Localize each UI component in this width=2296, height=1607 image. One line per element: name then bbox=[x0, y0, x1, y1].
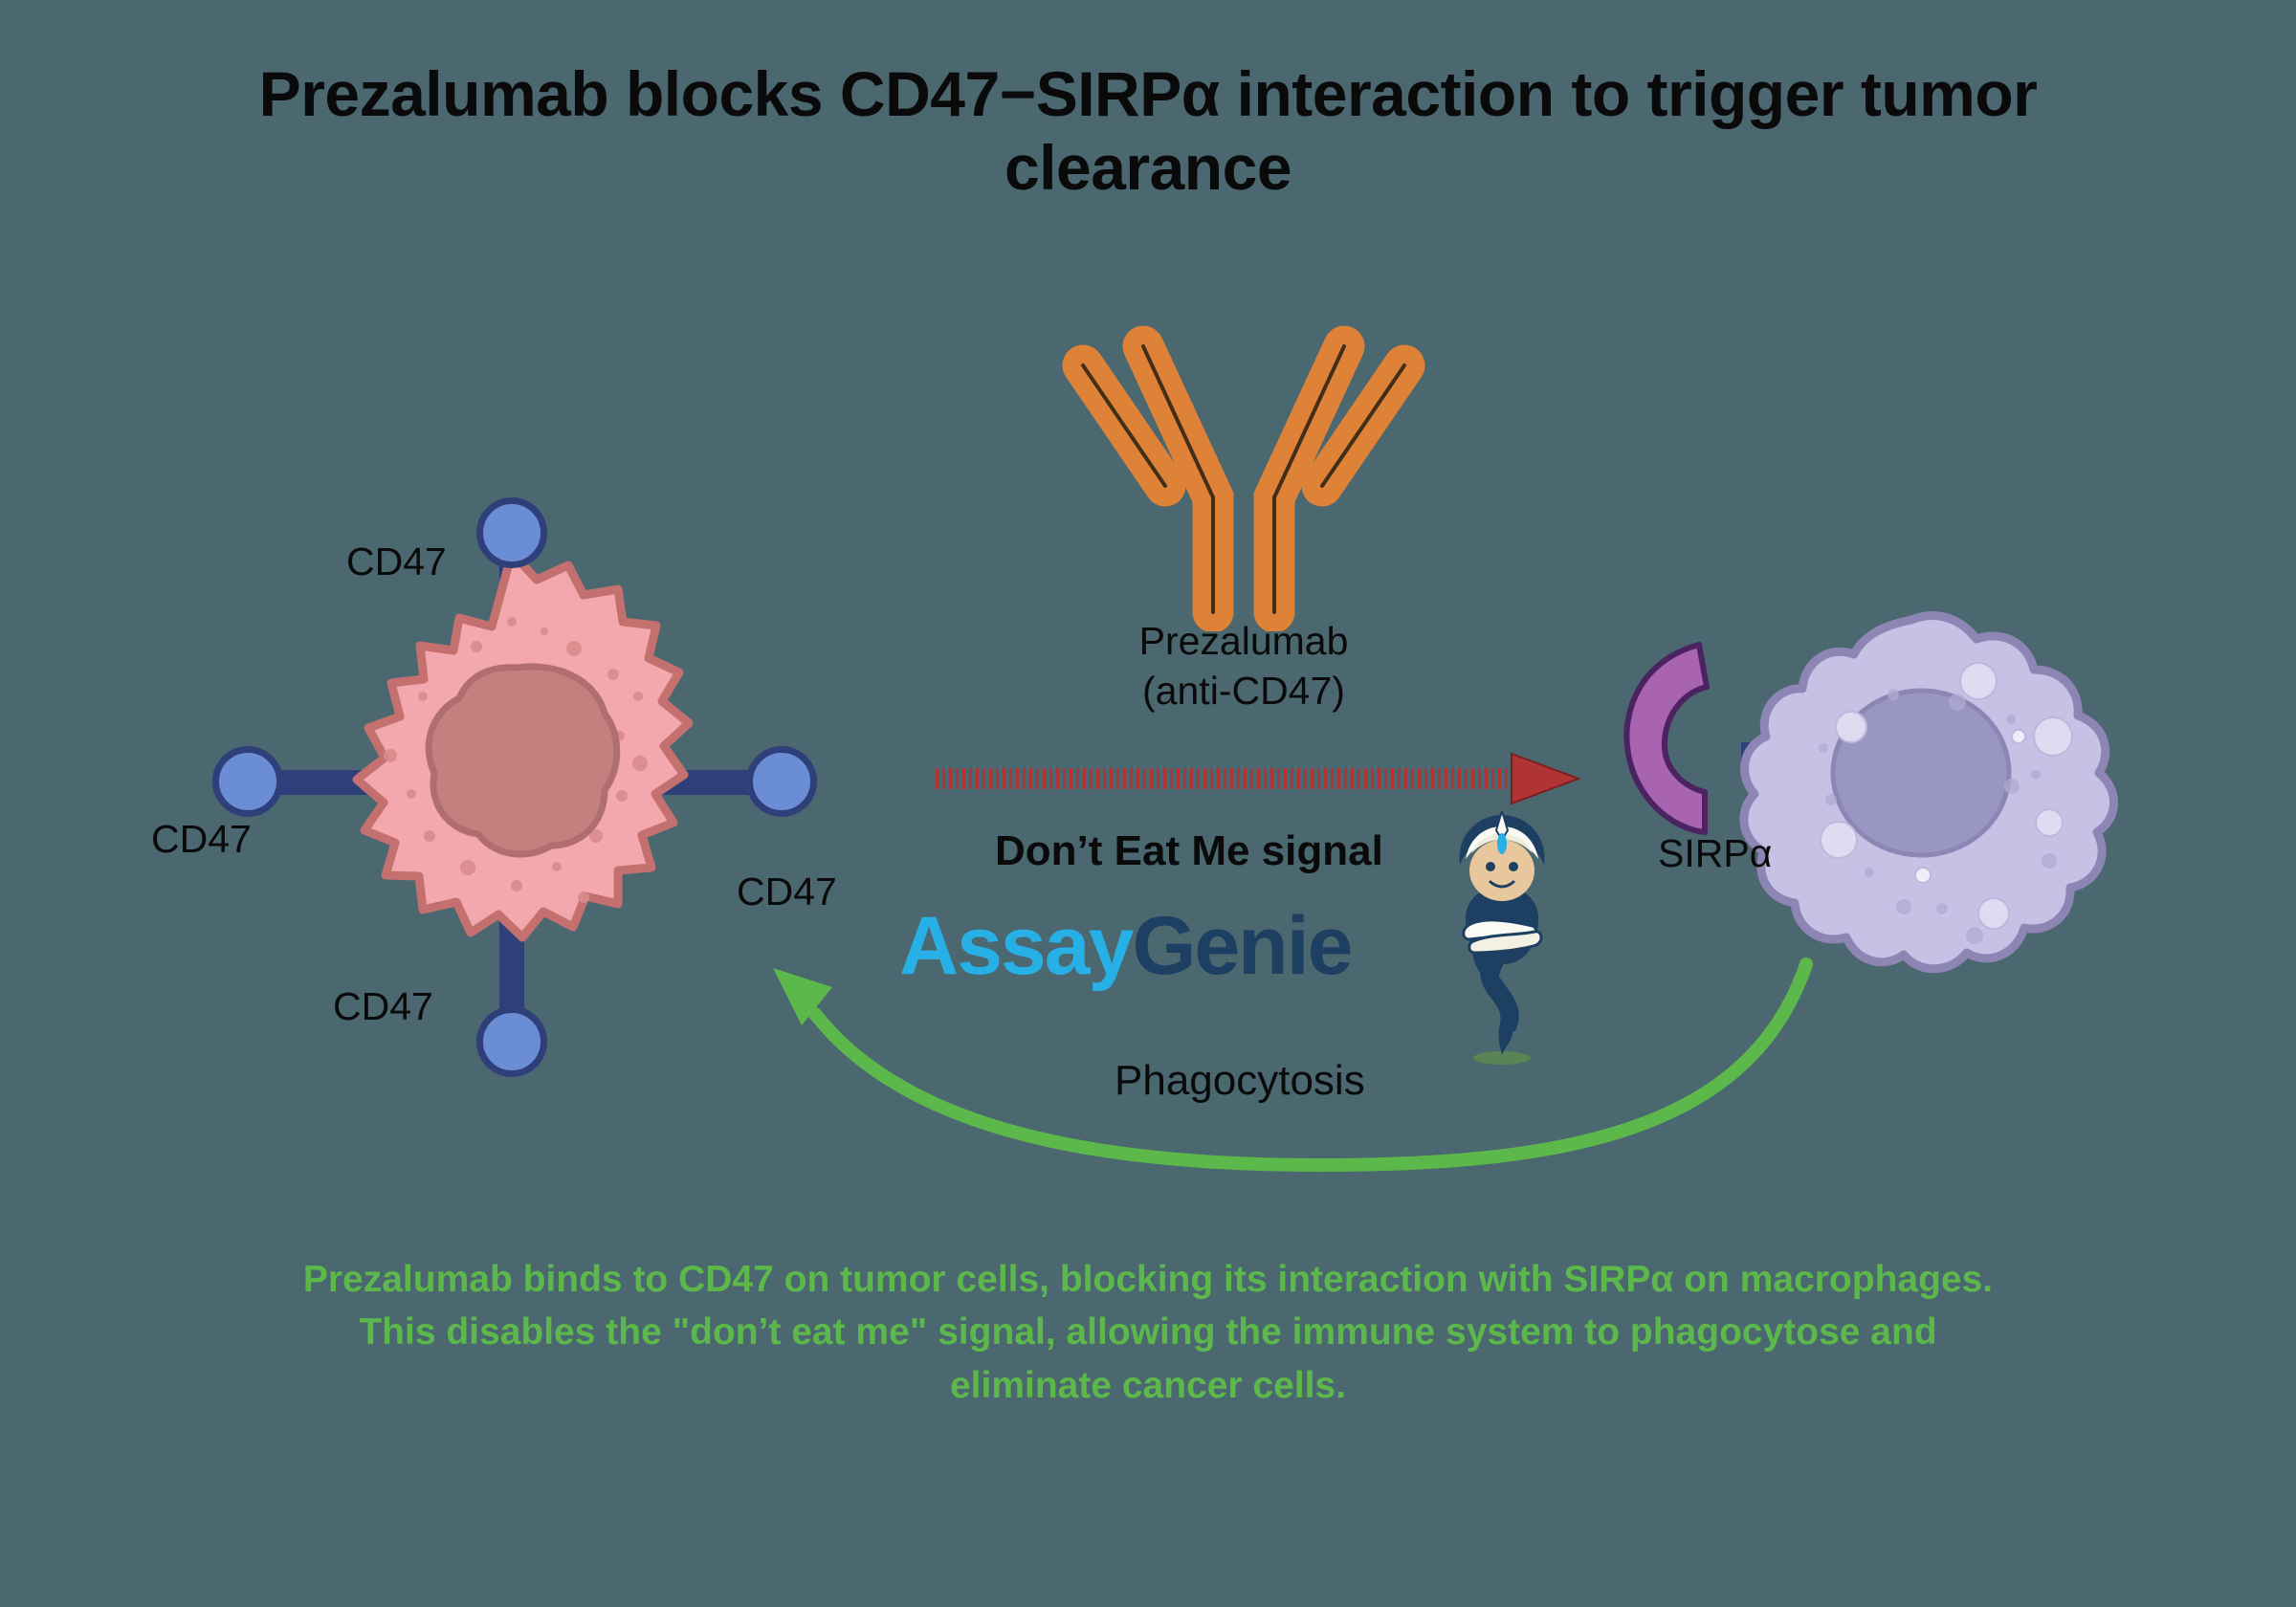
cd47-label-top: CD47 bbox=[346, 539, 447, 583]
antibody-label-line1: Prezalumab bbox=[1138, 619, 1349, 663]
page-title: Prezalumab blocks CD47−SIRPα interaction… bbox=[258, 58, 2038, 204]
macrophage-graphic bbox=[1623, 611, 2118, 974]
antibody-label-line2: (anti-CD47) bbox=[1142, 669, 1345, 713]
phagocytosis-arrow bbox=[708, 947, 1856, 1186]
dont-eat-me-label: Don’t Eat Me signal bbox=[995, 827, 1383, 874]
cd47-receptor-top[interactable] bbox=[476, 497, 547, 568]
sirpa-receptor bbox=[1623, 642, 1710, 835]
cd47-receptor-bottom[interactable] bbox=[476, 1006, 547, 1077]
cd47-receptor-right[interactable] bbox=[746, 746, 817, 817]
assaygenie-logo[interactable]: AssayGenie bbox=[899, 899, 1353, 994]
cd47-label-right: CD47 bbox=[737, 870, 837, 914]
caption-text: Prezalumab binds to CD47 on tumor cells,… bbox=[302, 1259, 1994, 1406]
tumor-cell-graphic bbox=[277, 548, 756, 1014]
genie-mascot bbox=[1425, 811, 1578, 1069]
cd47-receptor-left[interactable] bbox=[212, 746, 283, 817]
sirpa-label: SIRPα bbox=[1658, 831, 1773, 875]
dont-eat-me-arrow bbox=[918, 746, 1588, 813]
cd47-label-left: CD47 bbox=[151, 817, 252, 861]
dashed-arrow-icon bbox=[936, 752, 1581, 805]
macrophage-dots bbox=[1819, 689, 2057, 944]
macrophage-vesicles bbox=[1820, 662, 2073, 930]
tumor-nucleus bbox=[425, 663, 621, 858]
macrophage-group bbox=[1617, 603, 2133, 976]
curved-arrow-icon bbox=[773, 958, 1813, 1173]
antibody-icon bbox=[1062, 325, 1425, 631]
macrophage-nucleus bbox=[1830, 688, 2012, 858]
genie-mascot-icon bbox=[1459, 811, 1545, 1065]
cd47-label-bottom: CD47 bbox=[333, 984, 433, 1028]
tumor-cell-group bbox=[172, 440, 861, 1129]
phagocytosis-label: Phagocytosis bbox=[1115, 1057, 1365, 1104]
antibody-group[interactable] bbox=[1052, 325, 1435, 631]
logo-text-genie: Genie bbox=[1132, 900, 1353, 992]
logo-text-assay: Assay bbox=[899, 900, 1134, 992]
